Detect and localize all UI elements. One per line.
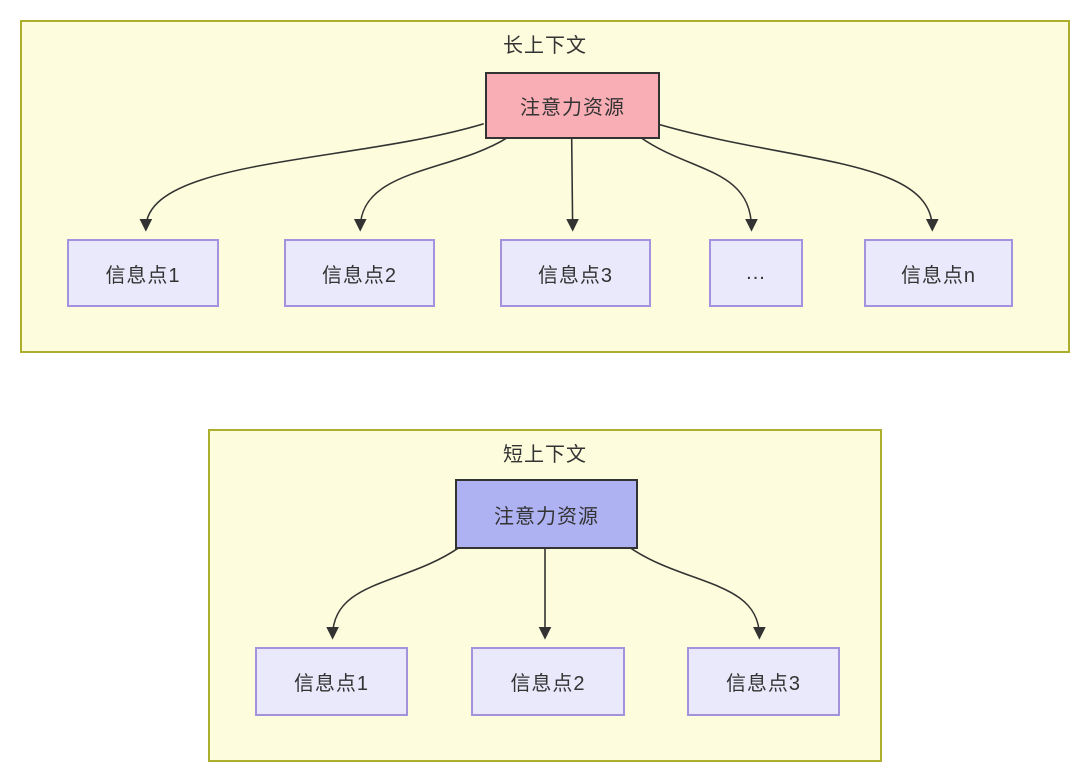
- arrow-to-info-3: [629, 546, 766, 640]
- arrow-to-info-2: [353, 136, 508, 232]
- attention-resource-label: 注意力资源: [520, 97, 625, 119]
- info-point-node: 信息点1: [255, 647, 408, 716]
- arrow-to-info-1: [326, 546, 460, 640]
- info-point-node: 信息点3: [687, 647, 840, 716]
- arrow-to-info-ellipsis: [640, 136, 758, 232]
- arrow-to-info-1: [139, 123, 484, 232]
- attention-resource-node-long: 注意力资源: [485, 72, 660, 139]
- attention-resource-label: 注意力资源: [494, 505, 599, 528]
- info-point-label: 信息点2: [510, 673, 586, 695]
- info-point-label: ...: [746, 261, 766, 284]
- info-point-node: 信息点3: [500, 239, 651, 307]
- long-context-panel: 长上下文 注意力资源 信息点1 信息点2 信息点3 ...: [20, 20, 1070, 353]
- info-point-label: 信息点n: [900, 264, 977, 287]
- attention-resource-node-short: 注意力资源: [455, 479, 638, 549]
- short-context-panel: 短上下文 注意力资源 信息点1 信息点2 信息点3: [208, 429, 882, 762]
- info-point-label: 信息点3: [537, 264, 614, 287]
- long-context-title: 长上下文: [503, 35, 587, 57]
- info-point-node: 信息点2: [284, 239, 435, 307]
- info-point-label: 信息点1: [105, 264, 181, 287]
- info-point-label: 信息点1: [293, 673, 370, 695]
- info-point-node-ellipsis: ...: [709, 239, 803, 307]
- info-point-node: 信息点2: [471, 647, 625, 716]
- short-context-title: 短上下文: [503, 444, 587, 466]
- arrow-to-info-n: [656, 123, 939, 232]
- info-point-label: 信息点2: [321, 264, 398, 287]
- arrow-to-info-3: [566, 137, 579, 232]
- info-point-node: 信息点n: [864, 239, 1013, 307]
- info-point-label: 信息点3: [725, 673, 802, 695]
- info-point-node: 信息点1: [67, 239, 219, 307]
